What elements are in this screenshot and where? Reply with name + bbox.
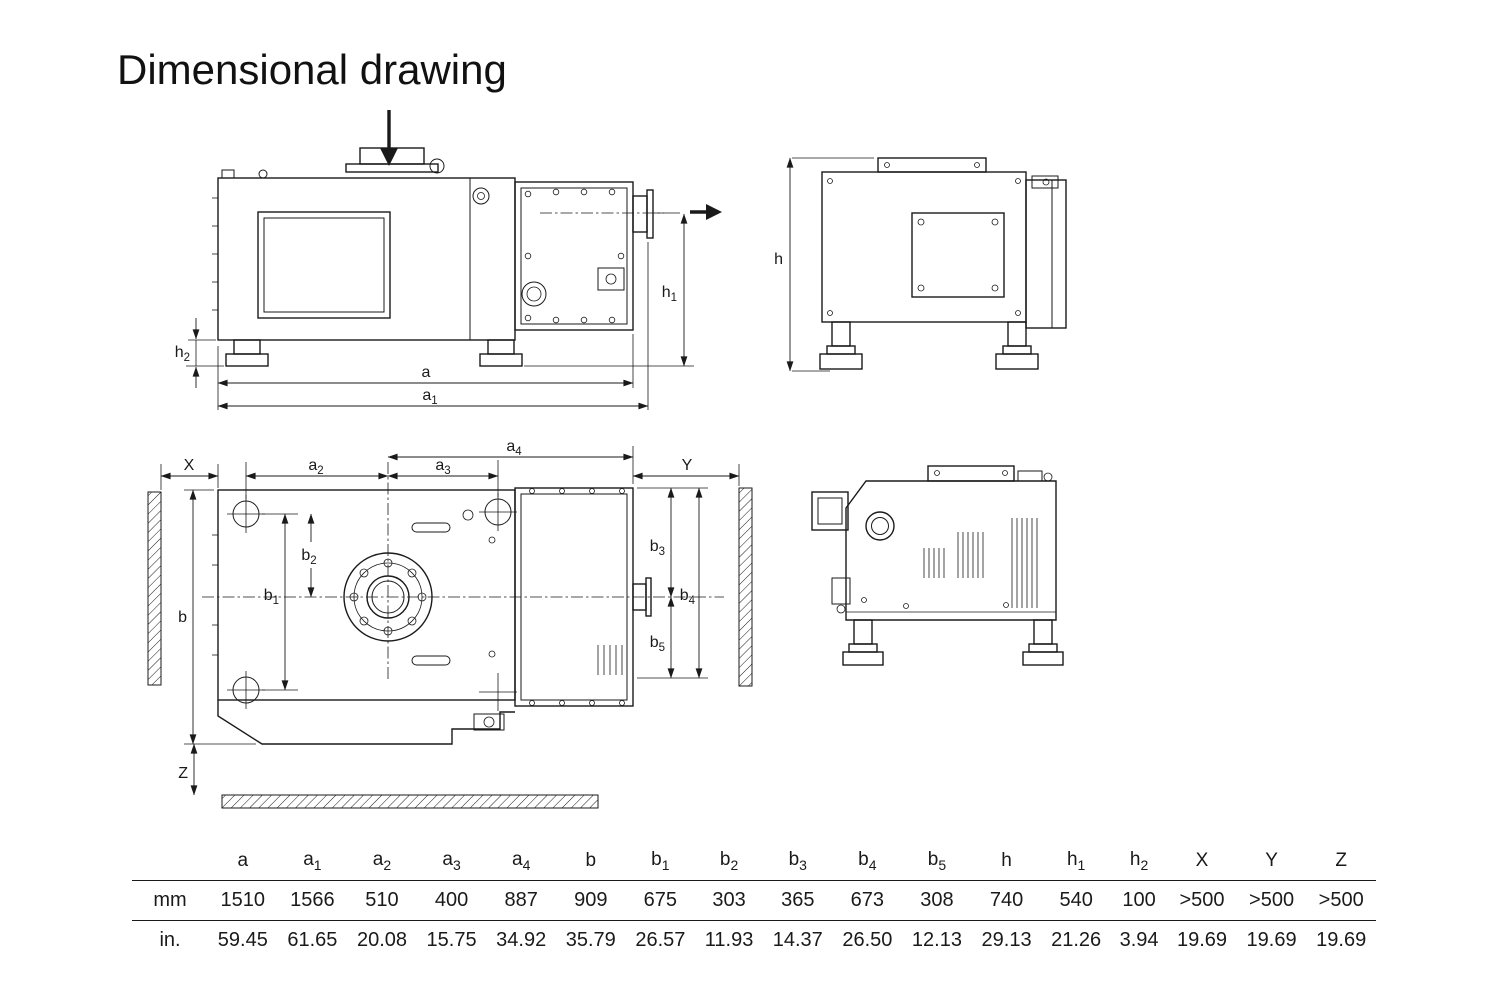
dim-label-a2: a2: [308, 457, 323, 477]
value-cell: >500: [1249, 888, 1295, 911]
value-cell: 1566: [290, 888, 335, 911]
value-cell: 21.26: [1051, 928, 1102, 951]
dim-label-b2: b2: [301, 547, 316, 567]
value-cell: 673: [850, 888, 885, 911]
column-header-a2: a2: [372, 848, 392, 873]
inspection-window: [257, 211, 391, 319]
value-cell: 26.57: [635, 928, 686, 951]
unit-label: mm: [153, 888, 187, 911]
value-cell: 35.79: [565, 928, 616, 951]
intake-flow-arrow: [380, 148, 398, 166]
value-cell: 26.50: [842, 928, 893, 951]
value-cell: >500: [1179, 888, 1225, 911]
value-cell: 510: [365, 888, 399, 911]
dim-label-a1: a1: [422, 387, 437, 407]
dim-label-h2: h2: [175, 344, 190, 364]
hatch-wall-bottom: [221, 794, 599, 809]
value-cell: >500: [1318, 888, 1364, 911]
value-cell: 34.92: [496, 928, 547, 951]
dim-label-b5: b5: [650, 634, 665, 654]
dim-label-b: b: [178, 609, 187, 626]
value-cell: 887: [504, 888, 538, 911]
value-cell: 909: [574, 888, 608, 911]
value-cell: 3.94: [1119, 928, 1159, 951]
side-view-drawing: h2 a a1 h1: [175, 110, 722, 410]
dim-label-b4: b4: [680, 587, 696, 607]
value-cell: 14.37: [772, 928, 823, 951]
value-cell: 19.69: [1246, 928, 1297, 951]
dim-label-b1: b1: [264, 587, 279, 607]
rear-view-drawing: [811, 465, 1064, 666]
dim-label-b3: b3: [650, 538, 665, 558]
value-cell: 400: [434, 888, 469, 911]
column-header-b1: b1: [651, 848, 670, 873]
unit-label: in.: [159, 928, 181, 951]
value-cell: 740: [989, 888, 1024, 911]
column-header-Y: Y: [1265, 849, 1278, 871]
value-cell: 308: [920, 888, 954, 911]
value-cell: 59.45: [217, 928, 268, 951]
dim-label-a: a: [422, 364, 431, 381]
value-cell: 365: [781, 888, 815, 911]
dim-label-a3: a3: [435, 457, 450, 477]
inlet-flange: [345, 147, 445, 174]
value-cell: 11.93: [704, 928, 754, 951]
column-header-h: h: [1001, 849, 1012, 871]
hatch-wall-right: [738, 487, 753, 687]
value-cell: 675: [643, 888, 678, 911]
table-row-mm: mm 1510 1566 510 400 887 909 675 303 365 673 308 740…: [132, 880, 1376, 920]
value-cell: 12.13: [911, 928, 962, 951]
dimension-table: a a1 a2 a3 a4 b b1 b2 b3 b4 b5 h h1 h2 X Y Z mm 1510 1566 5…: [132, 842, 1376, 960]
value-cell: 1510: [220, 888, 266, 911]
column-header-b4: b4: [858, 848, 877, 873]
value-cell: 61.65: [287, 928, 338, 951]
dim-label-Y: Y: [682, 457, 693, 474]
exhaust-flange: [632, 189, 654, 239]
column-header-b: b: [585, 849, 597, 871]
table-body: mm 1510 1566 510 400 887 909 675 303 365 673 308 740…: [132, 880, 1376, 960]
column-header-a1: a1: [303, 848, 322, 873]
unit-column-header: [132, 842, 208, 880]
value-cell: 19.69: [1316, 928, 1367, 951]
column-header-a: a: [237, 849, 249, 871]
value-cell: 29.13: [981, 928, 1032, 951]
value-cell: 100: [1122, 888, 1156, 911]
value-cell: 19.69: [1176, 928, 1228, 951]
value-cell: 540: [1059, 888, 1093, 911]
table-head: a a1 a2 a3 a4 b b1 b2 b3 b4 b5 h h1 h2 X Y Z: [132, 842, 1376, 880]
table-row-in: in. 59.45 61.65 20.08 15.75 34.92 35.79 26.57 11…: [132, 920, 1376, 960]
dim-label-Z: Z: [178, 765, 188, 782]
top-view-drawing: X a2 a3 a4 Y b b1 b2 b3 b4 b5 Z: [147, 438, 753, 809]
column-header-b2: b2: [719, 848, 739, 873]
column-header-b3: b3: [788, 848, 807, 873]
value-cell: 20.08: [356, 928, 408, 951]
exhaust-flow-arrow: [706, 204, 722, 220]
table-header-row: a a1 a2 a3 a4 b b1 b2 b3 b4 b5 h h1 h2 X Y Z: [132, 842, 1376, 880]
hatch-wall-left: [147, 491, 162, 686]
column-header-a4: a4: [511, 848, 531, 873]
dim-label-a4: a4: [506, 438, 522, 458]
column-header-h2: h2: [1129, 848, 1149, 873]
column-header-a3: a3: [442, 848, 461, 873]
column-header-X: X: [1195, 849, 1209, 871]
dimension-table-section: a a1 a2 a3 a4 b b1 b2 b3 b4 b5 h h1 h2 X Y Z mm 1510 1566 5…: [132, 842, 1376, 960]
oil-sight-glass: [865, 511, 895, 541]
page-title: Dimensional drawing: [117, 46, 507, 93]
dim-label-h: h: [774, 251, 783, 268]
value-cell: 15.75: [426, 928, 477, 951]
dim-label-X: X: [184, 457, 195, 474]
column-header-h1: h1: [1066, 848, 1086, 873]
column-header-Z: Z: [1335, 849, 1347, 871]
column-header-b5: b5: [927, 848, 947, 873]
value-cell: 303: [712, 888, 746, 911]
dim-label-h1: h1: [662, 284, 677, 304]
front-view-drawing: h: [774, 157, 1067, 372]
access-panel: [911, 212, 1005, 298]
